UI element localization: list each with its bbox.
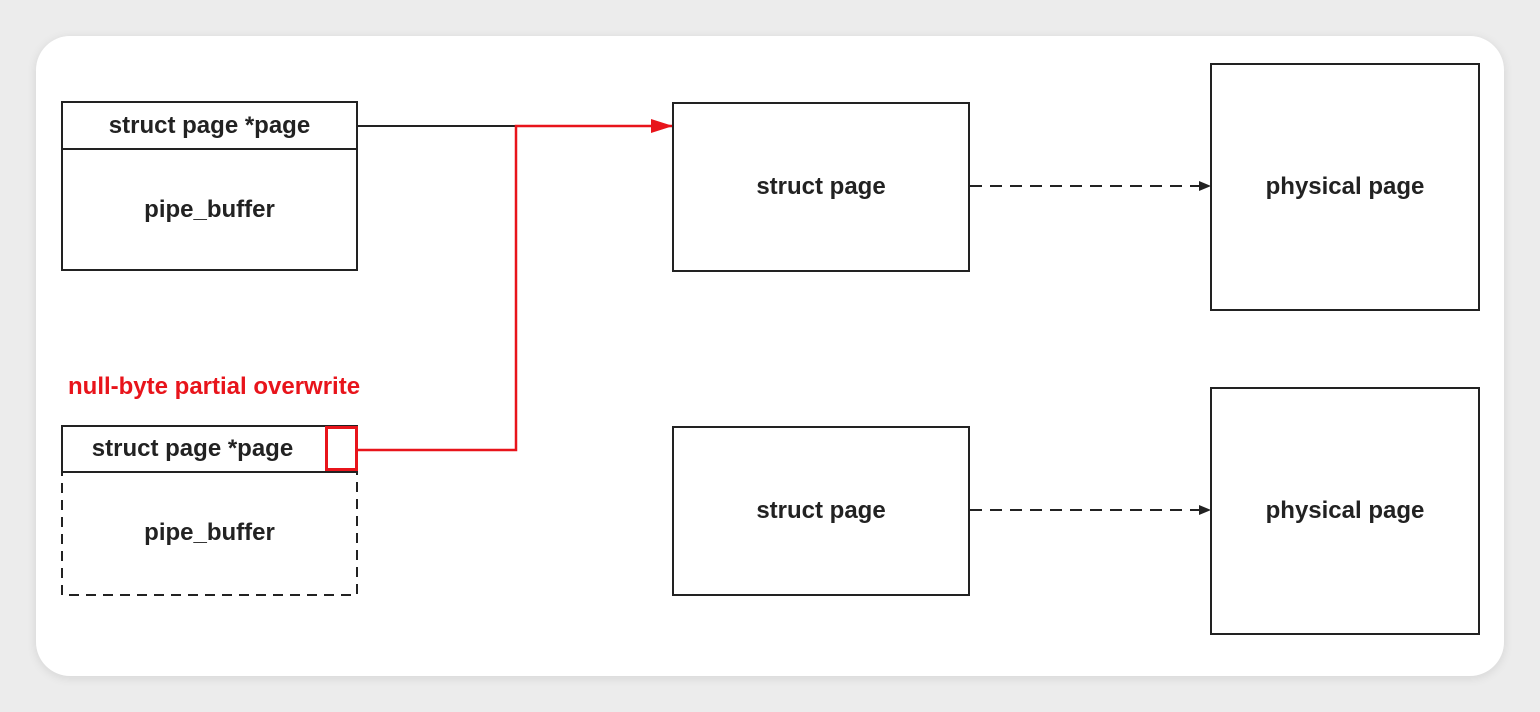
overwritten-byte-marker xyxy=(325,426,358,471)
pipe-buffer-2-page-field-label: struct page *page xyxy=(91,435,294,462)
pipe-buffer-2-label: pipe_buffer xyxy=(144,519,275,546)
null-byte-annotation: null-byte partial overwrite xyxy=(68,373,361,400)
pipe-buffer-1-page-field: struct page *page xyxy=(61,101,358,150)
physical-page-2: physical page xyxy=(1210,387,1480,635)
physical-page-2-label: physical page xyxy=(1265,497,1425,524)
struct-page-1: struct page xyxy=(672,102,970,272)
pointer-line-corrupted xyxy=(358,119,673,452)
pipe-buffer-2-page-field: struct page *page xyxy=(61,425,358,473)
struct-page-2: struct page xyxy=(672,426,970,596)
pipe-buffer-2: pipe_buffer xyxy=(63,472,356,594)
pipe-buffer-1-page-field-label: struct page *page xyxy=(108,111,311,139)
pipe-buffer-2-outline xyxy=(61,470,358,596)
pipe-buffer-1: pipe_buffer xyxy=(61,148,358,271)
struct-page-2-label: struct page xyxy=(756,497,886,524)
physical-page-1-label: physical page xyxy=(1265,173,1425,200)
physical-page-1: physical page xyxy=(1210,63,1480,311)
struct-page-1-label: struct page xyxy=(756,173,886,200)
pipe-buffer-1-label: pipe_buffer xyxy=(144,195,275,223)
